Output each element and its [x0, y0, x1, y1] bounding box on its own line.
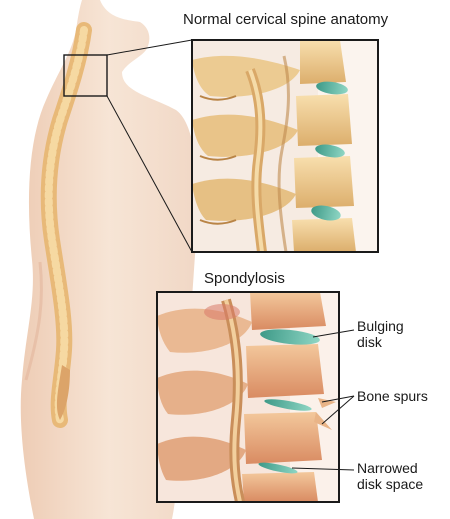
bulging-disk-label: Bulging disk	[357, 318, 404, 350]
neck-callout-box	[63, 54, 108, 97]
spondylosis-inset	[156, 291, 340, 503]
narrowed-disk-space-label: Narrowed disk space	[357, 460, 423, 492]
narrowed-label-line2: disk space	[357, 476, 424, 492]
normal-cervical-inset	[191, 39, 379, 253]
leader-lines	[291, 329, 355, 471]
callout-line-top	[106, 39, 193, 56]
callout-line-bottom	[106, 95, 193, 253]
spondylosis-title: Spondylosis	[204, 270, 285, 287]
narrowed-label-line1: Narrowed	[357, 460, 418, 476]
bone-spurs-label: Bone spurs	[357, 388, 428, 404]
normal-anatomy-title: Normal cervical spine anatomy	[183, 11, 389, 28]
bulging-disk-label-line1: Bulging	[357, 318, 404, 334]
bulging-disk-label-line2: disk	[357, 334, 382, 350]
